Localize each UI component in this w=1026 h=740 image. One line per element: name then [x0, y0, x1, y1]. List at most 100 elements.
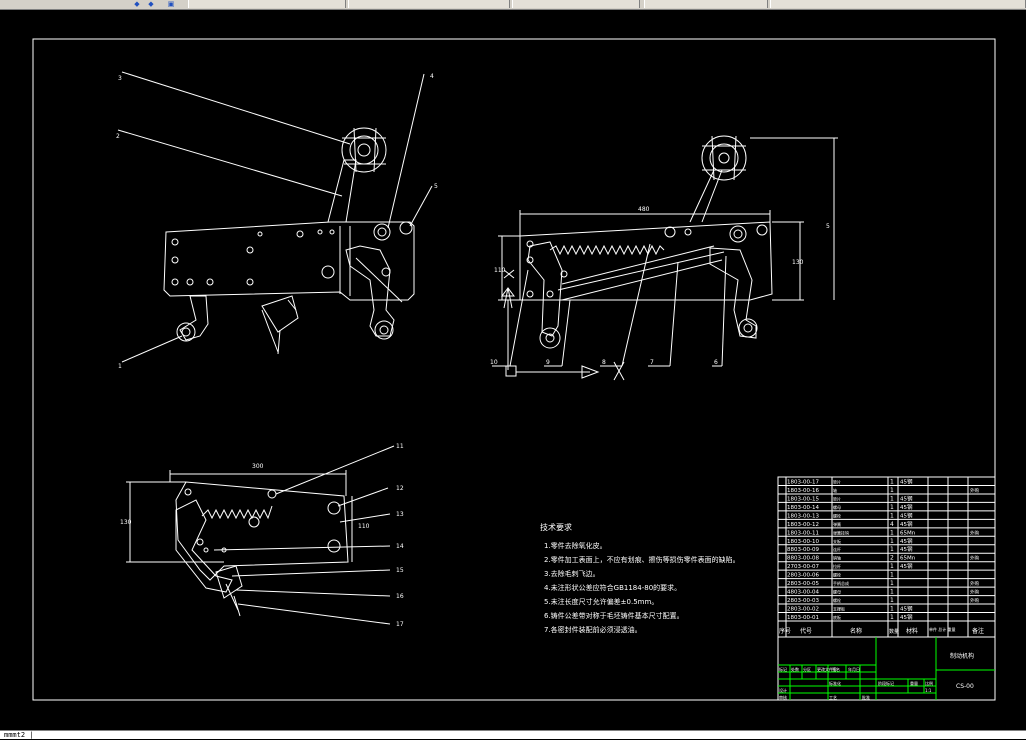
bom-cell-mat: 45钢 [900, 520, 913, 528]
bom-cell-name: 螺栓 [833, 572, 841, 578]
bom-cell-name: 螺栓 [833, 512, 841, 518]
bom-cell-qty: 1 [890, 606, 894, 613]
bom-header-material: 材料 [906, 627, 918, 635]
bom-cell-code: 2803-00-02 [787, 607, 819, 613]
dimension-text: 110 [358, 523, 370, 530]
drawing-tab[interactable] [512, 0, 640, 8]
bom-header-code: 代号 [800, 627, 812, 635]
bom-cell-qty: 1 [890, 614, 894, 621]
view-2-assembly: 480 110 130 5 10 9 8 7 6 [490, 135, 838, 381]
bom-cell-qty: 1 [890, 597, 894, 604]
drawing-tab[interactable] [644, 0, 768, 8]
command-line[interactable]: mmmt2 | [0, 730, 1026, 739]
bom-cell-qty: 1 [890, 495, 894, 502]
bom-cell-qty: 1 [890, 563, 894, 570]
tech-req-title: 技术要求 [540, 522, 572, 532]
bom-cell-name: 连杆 [833, 546, 841, 552]
bom-cell-qty: 1 [890, 589, 894, 596]
bom-cell-name: 手柄总成 [833, 580, 849, 586]
bom-cell-qty: 1 [890, 512, 894, 519]
balloon-label: 11 [396, 443, 404, 450]
balloon-label: 15 [396, 567, 404, 574]
bom-cell-qty: 1 [890, 546, 894, 553]
titleblock-label: 工艺 [829, 695, 837, 700]
tech-req-item: 4.未注形状公差应符合GB1184-80的要求。 [544, 583, 681, 592]
bom-header-note: 备注 [972, 627, 984, 635]
titleblock-label: 分区 [803, 666, 811, 672]
bom-cell-mat: 65Mn [900, 556, 916, 562]
dimension-text: 480 [638, 206, 650, 213]
bom-cell-code: 1803-00-15 [787, 496, 819, 502]
balloon-label: 4 [430, 73, 434, 80]
bom-cell-code: 1803-00-10 [787, 539, 819, 545]
title-block: 标记 处数 分区 更改文件号 签名 年月日 设计 标准化 审核 工艺 批准 阶段… [777, 636, 996, 701]
bom-cell-code: 4803-00-04 [787, 590, 819, 596]
bom-cell-mat: 45钢 [900, 477, 913, 485]
drawing-name: 制动机构 [950, 652, 974, 660]
bom-cell-name: 弹簧 [833, 521, 841, 527]
dimension-text: 130 [120, 519, 132, 526]
titleblock-scale: 1:1 [925, 688, 932, 693]
bom-cell-name: 拉杆 [833, 563, 841, 569]
technical-requirements: 技术要求 1.零件去除氧化皮。 2.零件加工表面上，不应有划痕、擦伤等损伤零件表… [540, 522, 740, 634]
tech-req-item: 2.零件加工表面上，不应有划痕、擦伤等损伤零件表面的缺陷。 [544, 555, 740, 564]
bom-cell-code: 2803-00-03 [787, 598, 819, 604]
bom-cell-qty: 1 [890, 529, 894, 536]
cad-model-space[interactable]: 3 2 4 5 1 480 110 [10, 10, 1014, 707]
bom-cell-mat: 45钢 [900, 503, 913, 511]
balloon-label: 12 [396, 485, 404, 492]
bom-cell-name: 销轴 [833, 555, 841, 561]
tech-req-item: 3.去除毛刺飞边。 [544, 569, 600, 578]
bom-cell-qty: 1 [890, 487, 894, 494]
bom-cell-code: 2703-00-07 [787, 564, 819, 570]
bom-cell-note: 外购 [970, 529, 979, 536]
drawing-tab[interactable] [188, 0, 346, 8]
titleblock-label: 重量 [910, 680, 918, 686]
bom-cell-code: 1803-00-01 [787, 615, 819, 621]
bom-header-qty: 数量 [889, 628, 899, 635]
balloon-label: 14 [396, 543, 404, 550]
bom-cell-qty: 1 [890, 580, 894, 587]
drawing-frame [32, 38, 996, 701]
bom-cell-code: 1803-00-12 [787, 522, 819, 528]
bom-cell-code: 8803-00-09 [787, 547, 819, 553]
bom-cell-name: 弹簧挂钩 [833, 529, 849, 535]
bom-cell-note: 外购 [970, 589, 979, 596]
bom-cell-mat: 45钢 [900, 511, 913, 519]
balloon-label: 7 [650, 359, 654, 366]
tech-req-item: 5.未注长度尺寸允许偏差±0.5mm。 [544, 597, 658, 606]
drawing-tab[interactable] [770, 0, 1026, 8]
titleblock-label: 处数 [791, 666, 799, 672]
toolbar-icon[interactable]: ◆ [148, 0, 154, 8]
bom-cell-name: 垫片 [833, 478, 841, 484]
drawing-tab[interactable] [348, 0, 510, 8]
bom-cell-code: 1803-00-13 [787, 513, 819, 519]
toolbar-icon[interactable]: ◆ [134, 0, 140, 8]
bom-cell-qty: 2 [890, 555, 894, 562]
bom-cell-qty: 1 [890, 504, 894, 511]
titleblock-label: 比例 [925, 680, 933, 686]
bom-cell-mat: 45钢 [900, 537, 913, 545]
bom-cell-code: 1803-00-11 [787, 530, 819, 536]
bom-cell-note: 外购 [970, 555, 979, 562]
toolbar-icon[interactable]: ▣ [167, 0, 175, 8]
bom-header-seq: 序号 [779, 627, 791, 635]
titleblock-label: 设计 [779, 687, 787, 693]
balloon-label: 5 [434, 183, 438, 190]
bom-header-weight: 单件 总计 重量 [929, 626, 956, 632]
bom-cell-name: 螺母 [833, 589, 841, 595]
tech-req-item: 7.各密封件装配前必须浸透油。 [544, 625, 642, 634]
view-1-assembly: 3 2 4 5 1 [116, 71, 438, 370]
bom-cell-mat: 45钢 [900, 494, 913, 502]
balloon-label: 9 [546, 359, 550, 366]
drawing-number: CS-00 [956, 683, 974, 690]
bom-cell-name: 支撑板 [833, 606, 845, 612]
titleblock-label: 标记 [779, 666, 787, 672]
bom-cell-name: 垫片 [833, 495, 841, 501]
bom-cell-mat: 65Mn [900, 530, 916, 536]
titleblock-label: 审核 [779, 694, 787, 700]
bom-cell-name: 螺栓 [833, 597, 841, 603]
bom-cell-code: 1803-00-17 [787, 479, 819, 485]
dimension-text: 110 [494, 267, 506, 274]
